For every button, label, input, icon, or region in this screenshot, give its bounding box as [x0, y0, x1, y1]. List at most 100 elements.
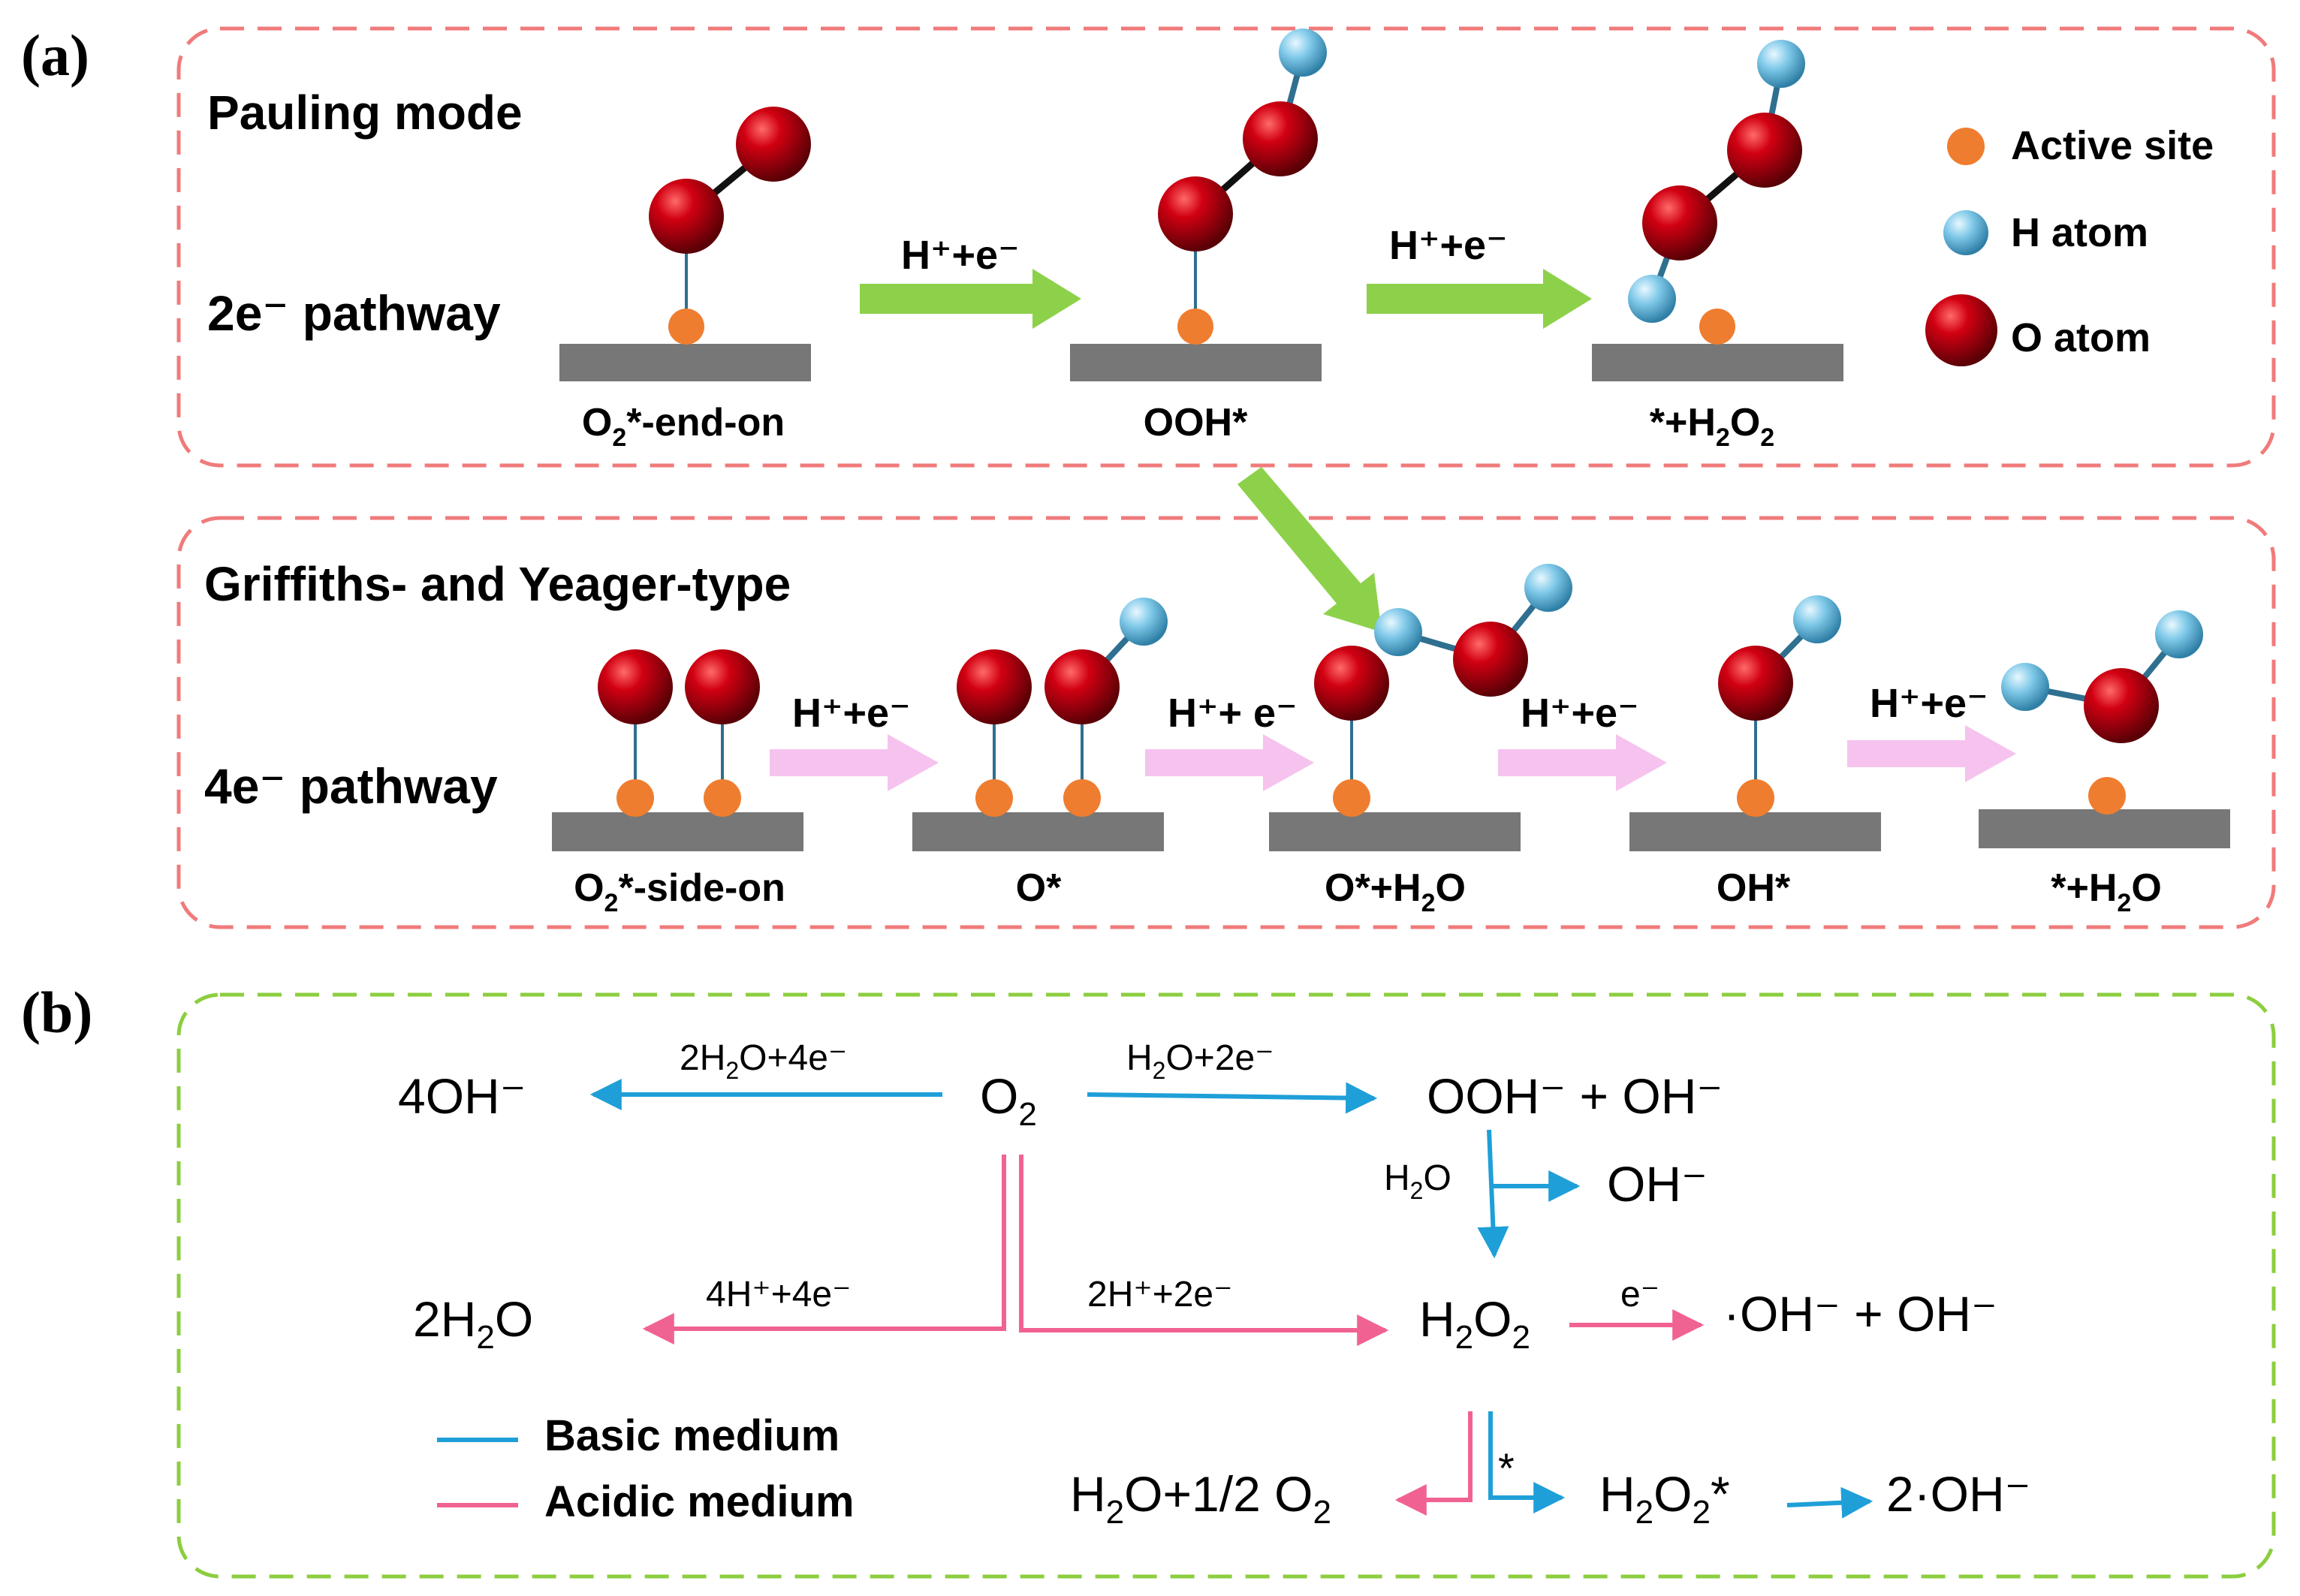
arrow-label-he-4: H⁺+ e⁻	[1168, 691, 1298, 736]
substrate-6	[1269, 812, 1521, 851]
o2-side-on-structure	[598, 649, 760, 817]
substrate-1	[559, 344, 811, 381]
green-arrow-2	[1367, 269, 1592, 329]
o-star-h2o-structure	[1314, 564, 1572, 817]
o-atom	[598, 649, 673, 724]
active-site	[1063, 779, 1101, 817]
pauling-mode-box	[176, 26, 2276, 468]
acidic-arrow-4e	[642, 1155, 1006, 1345]
griffiths-yeager-title: Griffiths- and Yeager-type	[204, 557, 791, 611]
species-radical-oh: ·OH⁻ + OH⁻	[1723, 1286, 1997, 1342]
step-label-h2o2: *+H2O2	[1650, 401, 1774, 452]
acidic-arrow-2e	[1019, 1155, 1389, 1346]
green-arrow-1	[860, 269, 1081, 329]
pink-arrow-4	[1847, 725, 2016, 782]
o-atom	[1727, 113, 1802, 188]
pink-arrow-2	[1145, 734, 1314, 791]
species-2h2o: 2H2O	[413, 1291, 533, 1356]
basic-arrow-2-radical-oh	[1786, 1486, 1873, 1519]
step-label-h2o: *+H2O	[2051, 866, 2162, 917]
species-ooh-oh: OOH⁻ + OH⁻	[1427, 1068, 1723, 1124]
o-atom	[649, 179, 724, 254]
step-label-o-star-h2o: O*+H2O	[1325, 866, 1466, 917]
o-atom	[1044, 649, 1120, 724]
legend-basic-medium: Basic medium	[544, 1411, 840, 1460]
medium-legend: Basic medium Acidic medium	[437, 1411, 855, 1526]
active-site	[1333, 779, 1370, 817]
o-atom	[1314, 646, 1389, 721]
legend-h-atom: H atom	[2011, 210, 2148, 255]
active-site	[1699, 309, 1735, 345]
o-star-structure	[957, 598, 1168, 817]
h-atom	[1120, 598, 1168, 646]
label-acid-4e: 4H⁺+4e⁻	[706, 1275, 851, 1314]
step-label-ooh: OOH*	[1144, 401, 1248, 444]
h-atom	[1279, 29, 1327, 77]
o-atom	[685, 649, 760, 724]
arrow-label-he-6: H⁺+e⁻	[1870, 681, 1988, 726]
h-atom	[1628, 275, 1676, 323]
species-h2o-half-o2: H2O+1/2 O2	[1070, 1466, 1331, 1531]
pink-arrow-3	[1498, 734, 1667, 791]
step-label-o-star: O*	[1016, 866, 1062, 910]
o-atom	[957, 649, 1032, 724]
panel-a-label: (a)	[21, 23, 89, 88]
label-h2o: H2O	[1384, 1158, 1451, 1204]
legend-acidic-medium: Acidic medium	[544, 1477, 855, 1526]
substrate-8	[1979, 809, 2230, 848]
legend-active-site: Active site	[2011, 123, 2214, 168]
pauling-mode-title: Pauling mode	[207, 86, 523, 140]
o-atom	[736, 107, 811, 182]
h-atom	[1524, 564, 1572, 612]
step-label-oh-star: OH*	[1717, 866, 1791, 910]
atom-legend: Active site H atom O atom	[1925, 123, 2214, 366]
active-site	[975, 779, 1013, 817]
o-atom	[2084, 668, 2159, 743]
active-site	[2088, 777, 2126, 815]
substrate-7	[1629, 812, 1881, 851]
active-site	[1737, 779, 1774, 817]
species-oh-side: OH⁻	[1607, 1156, 1708, 1212]
acidic-arrow-decompose	[1394, 1411, 1473, 1516]
label-basic-2e: H2O+2e⁻	[1126, 1038, 1274, 1084]
o-atom	[1642, 185, 1717, 260]
o-atom	[1453, 622, 1528, 697]
legend-h-atom-icon	[1943, 210, 1988, 255]
h-atom	[1757, 40, 1805, 88]
species-h2o2: H2O2	[1419, 1291, 1530, 1356]
label-basic-4e: 2H2O+4e⁻	[680, 1038, 847, 1084]
species-4oh: 4OH⁻	[398, 1068, 526, 1124]
panel-b-box	[176, 992, 2276, 1579]
panel-b-label: (b)	[21, 980, 92, 1045]
o-atom	[1243, 101, 1318, 176]
o-atom	[1158, 176, 1233, 251]
active-site	[1177, 309, 1213, 345]
h2o-desorbed-structure	[2001, 610, 2203, 815]
two-electron-pathway-label: 2e⁻ pathway	[207, 285, 501, 341]
substrate-5	[912, 812, 1164, 851]
legend-o-atom-icon	[1925, 294, 1997, 366]
h-atom	[2155, 610, 2203, 658]
substrate-3	[1592, 344, 1843, 381]
species-2-radical-oh: 2·OH⁻	[1886, 1466, 2031, 1522]
step-label-o2-side-on: O2*-side-on	[574, 866, 785, 917]
active-site	[704, 779, 741, 817]
arrow-label-he-3: H⁺+e⁻	[792, 691, 911, 736]
o2-end-on-structure	[649, 107, 811, 345]
ooh-structure	[1158, 29, 1327, 345]
oh-star-structure	[1718, 595, 1841, 817]
label-acid-2e: 2H⁺+2e⁻	[1087, 1275, 1232, 1314]
h-atom	[1374, 608, 1422, 656]
label-star: *	[1498, 1444, 1515, 1492]
active-site	[668, 309, 704, 345]
step-label-o2-end-on: O2*-end-on	[582, 401, 785, 452]
o-atom	[1718, 646, 1793, 721]
basic-arrow-down-h2o2	[1477, 1129, 1509, 1259]
h2o2-desorbed-structure	[1628, 40, 1805, 345]
substrate-2	[1070, 344, 1322, 381]
h-atom	[1793, 595, 1841, 643]
legend-o-atom: O atom	[2011, 315, 2151, 360]
basic-arrow-2e	[1087, 1082, 1378, 1114]
green-arrow-diagonal	[1237, 467, 1382, 632]
